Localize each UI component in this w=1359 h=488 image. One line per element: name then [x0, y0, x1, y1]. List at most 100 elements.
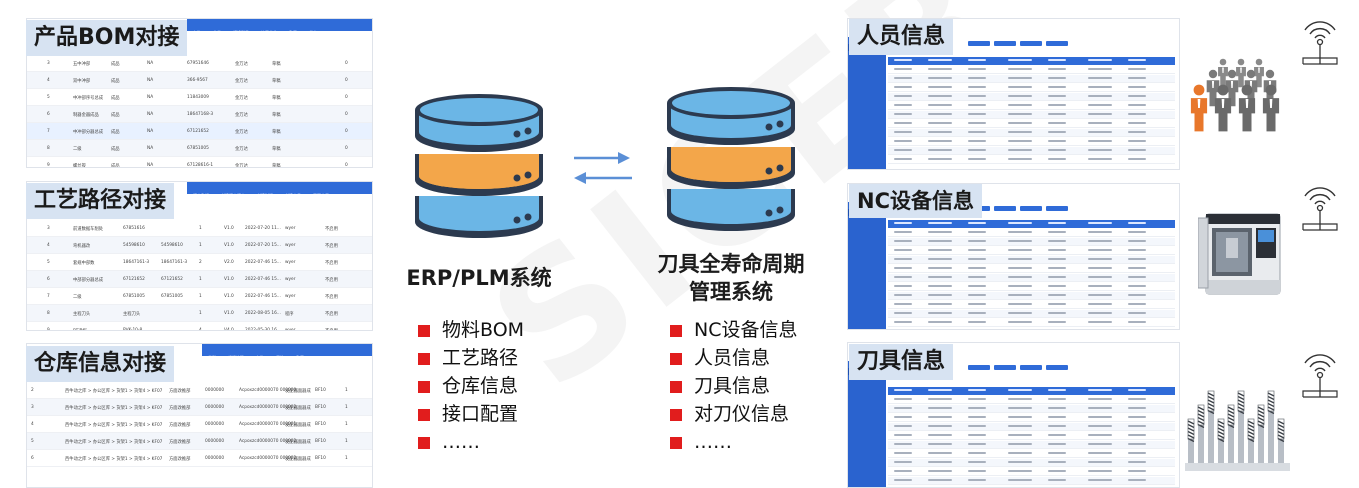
sidebar-item[interactable] [848, 237, 886, 244]
table-row[interactable] [888, 156, 1175, 164]
table-cell: 不启用 [325, 295, 338, 300]
sidebar-item[interactable] [848, 410, 886, 417]
sidebar-item[interactable] [848, 58, 886, 65]
table-cell: 8 [47, 146, 50, 151]
table-cell: 1 [345, 439, 348, 444]
toolbar-button[interactable] [968, 41, 990, 46]
table-row[interactable] [888, 247, 1175, 255]
sidebar-item[interactable] [848, 86, 886, 93]
table-row[interactable] [888, 441, 1175, 449]
toolbar-button[interactable] [994, 365, 1016, 370]
table-row[interactable] [888, 292, 1175, 300]
erp-feature-item: 物料BOM [418, 316, 524, 344]
table-row[interactable] [888, 238, 1175, 246]
sidebar-item[interactable] [848, 431, 886, 438]
table-row[interactable] [888, 84, 1175, 92]
table-row[interactable] [888, 75, 1175, 83]
table-cell: 1 [199, 243, 202, 248]
table-row[interactable] [888, 432, 1175, 440]
table-row[interactable] [888, 147, 1175, 155]
table-row[interactable] [888, 405, 1175, 413]
table-row[interactable] [888, 319, 1175, 327]
sidebar-item[interactable] [848, 403, 886, 410]
table-row[interactable] [888, 93, 1175, 101]
sidebar-item[interactable] [848, 417, 886, 424]
toolbar-button[interactable] [1046, 41, 1068, 46]
sidebar-item[interactable] [848, 79, 886, 86]
table-row[interactable] [888, 102, 1175, 110]
sidebar-item[interactable] [848, 251, 886, 258]
sidebar-item[interactable] [848, 389, 886, 396]
sidebar-item[interactable] [848, 223, 886, 230]
table-row[interactable] [888, 256, 1175, 264]
table-row[interactable] [888, 111, 1175, 119]
table-header [888, 220, 1175, 228]
bullet-square-icon [418, 381, 430, 393]
toolbar-button[interactable] [1020, 41, 1042, 46]
table-row[interactable] [888, 423, 1175, 431]
table-row[interactable] [888, 265, 1175, 273]
sidebar-item[interactable] [848, 424, 886, 431]
toolbar-button[interactable] [1046, 206, 1068, 211]
sidebar-item[interactable] [848, 230, 886, 237]
table-row[interactable] [888, 468, 1175, 476]
toolbar-button[interactable] [994, 206, 1016, 211]
table-cell: 2022-07-46 15... [245, 277, 281, 282]
table-cell: wyer [285, 243, 296, 248]
sidebar-item[interactable] [848, 452, 886, 459]
toolbar-button[interactable] [994, 41, 1016, 46]
toolbar-button[interactable] [1020, 206, 1042, 211]
toolbar-button[interactable] [1046, 365, 1068, 370]
table-cell: 二级 [73, 147, 82, 152]
table-row[interactable] [888, 477, 1175, 485]
table-row[interactable] [888, 283, 1175, 291]
table-cell: 2022-08-05 16... [245, 311, 281, 316]
sidebar-item[interactable] [848, 72, 886, 79]
table-cell: 成品 [111, 130, 120, 135]
toolbar-button[interactable] [968, 365, 990, 370]
bullet-square-icon [670, 353, 682, 365]
sidebar-item[interactable] [848, 382, 886, 389]
sidebar-item[interactable] [848, 438, 886, 445]
table-row[interactable] [888, 66, 1175, 74]
table-row[interactable] [888, 274, 1175, 282]
table-row[interactable] [888, 450, 1175, 458]
table-row[interactable] [888, 301, 1175, 309]
table-row[interactable] [888, 310, 1175, 318]
sidebar-item[interactable] [848, 244, 886, 251]
table-row[interactable] [888, 120, 1175, 128]
table-row[interactable] [888, 129, 1175, 137]
table-cell: 6 [31, 456, 34, 461]
toolbar-button[interactable] [1020, 365, 1042, 370]
table-row[interactable] [888, 414, 1175, 422]
sidebar-item[interactable] [848, 445, 886, 452]
table-row[interactable] [888, 138, 1175, 146]
table-cell: wyer [285, 226, 296, 231]
sidebar-item[interactable] [848, 65, 886, 72]
sidebar-item[interactable] [848, 396, 886, 403]
table-row[interactable] [888, 459, 1175, 467]
table-row[interactable] [888, 229, 1175, 237]
table-cell: V1.0 [224, 277, 234, 282]
table-row[interactable] [888, 396, 1175, 404]
table-cell: 西牛动之库 > 办公区库 > 货架1 > 货架4 > KF07 [65, 423, 163, 428]
